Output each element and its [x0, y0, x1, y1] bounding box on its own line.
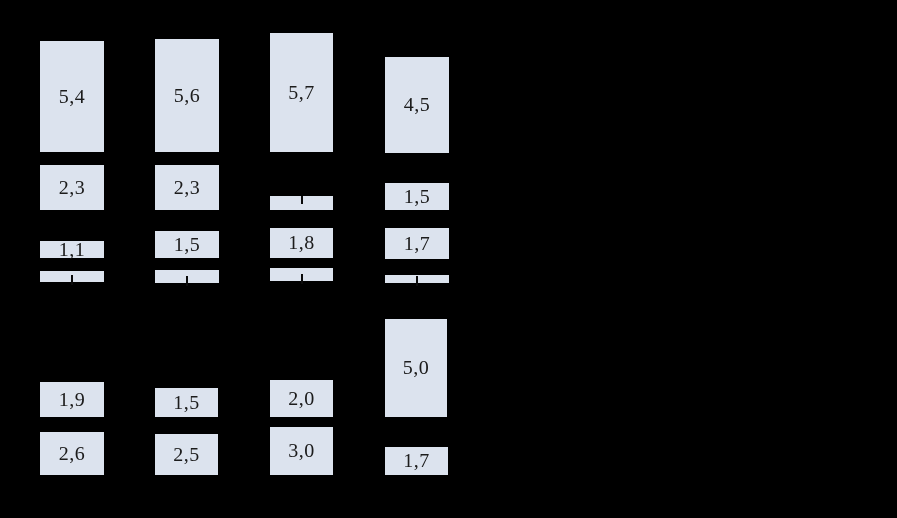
bar-segment-upper-col3-row3: 1,8: [270, 228, 333, 258]
bar-segment-upper-col1-row3: 1,1: [40, 238, 104, 261]
bar-segment-lower-col4-row1: 5,0: [385, 319, 447, 417]
bar-segment-lower-col1-row2: 2,6: [40, 432, 104, 475]
bar-value-label: 1,1: [58, 238, 86, 261]
bar-value-label: 4,5: [403, 94, 431, 116]
bar-segment-upper-col3-row2-thin: [270, 196, 333, 210]
bar-value-label: 2,5: [173, 443, 200, 466]
bar-segment-upper-col1-row4-thin: [40, 271, 104, 285]
bar-segment-upper-col4-row1: 4,5: [385, 57, 449, 153]
bar-value-label: 5,7: [288, 81, 315, 104]
tick-mark: [300, 274, 303, 284]
bar-segment-upper-col4-row2: 1,5: [385, 183, 449, 210]
bar-segment-lower-col3-row1: 2,0: [270, 380, 333, 417]
bar-value-label: 2,3: [173, 176, 201, 199]
bar-segment-upper-col1-row1: 5,4: [40, 41, 104, 152]
bar-segment-lower-col3-row2: 3,0: [270, 427, 333, 475]
bar-value-label: 5,0: [402, 357, 430, 379]
tick-mark: [416, 276, 418, 286]
bar-value-label: 2,0: [288, 387, 315, 410]
bar-value-label: 1,9: [58, 388, 86, 411]
bar-value-label: 1,5: [173, 391, 200, 414]
tick-mark: [71, 275, 73, 285]
bar-value-label: 1,8: [288, 232, 315, 254]
bar-value-label: 5,4: [58, 85, 86, 108]
bar-segment-upper-col2-row3: 1,5: [155, 231, 219, 258]
bar-segment-lower-col4-row2: 1,7: [385, 447, 448, 475]
bar-segment-upper-col4-row4-thin: [385, 275, 449, 286]
bar-segment-lower-col1-row1: 1,9: [40, 382, 104, 417]
bar-segment-upper-col3-row1: 5,7: [270, 33, 333, 152]
bar-segment-upper-col4-row3: 1,7: [385, 228, 449, 259]
bar-segment-lower-col2-row2: 2,5: [155, 434, 218, 475]
bar-segment-lower-col2-row1: 1,5: [155, 388, 218, 417]
bar-value-label: 5,6: [173, 84, 201, 107]
bar-segment-upper-col3-row4-thin: [270, 268, 333, 284]
bar-value-label: 1,7: [403, 450, 430, 472]
bar-segment-upper-col1-row2: 2,3: [40, 165, 104, 210]
bar-value-label: 1,7: [403, 232, 431, 255]
bar-value-label: 3,0: [288, 440, 315, 462]
bar-segment-upper-col2-row1: 5,6: [155, 39, 219, 152]
bar-value-label: 2,6: [58, 442, 86, 465]
bar-value-label: 1,5: [403, 185, 431, 208]
bar-segment-upper-col2-row4-thin: [155, 270, 219, 286]
bar-value-label: 1,5: [173, 233, 201, 256]
tick-mark: [186, 276, 188, 286]
bar-value-label: 2,3: [58, 176, 86, 199]
bar-segment-upper-col2-row2: 2,3: [155, 165, 219, 210]
tick-mark: [300, 196, 303, 204]
